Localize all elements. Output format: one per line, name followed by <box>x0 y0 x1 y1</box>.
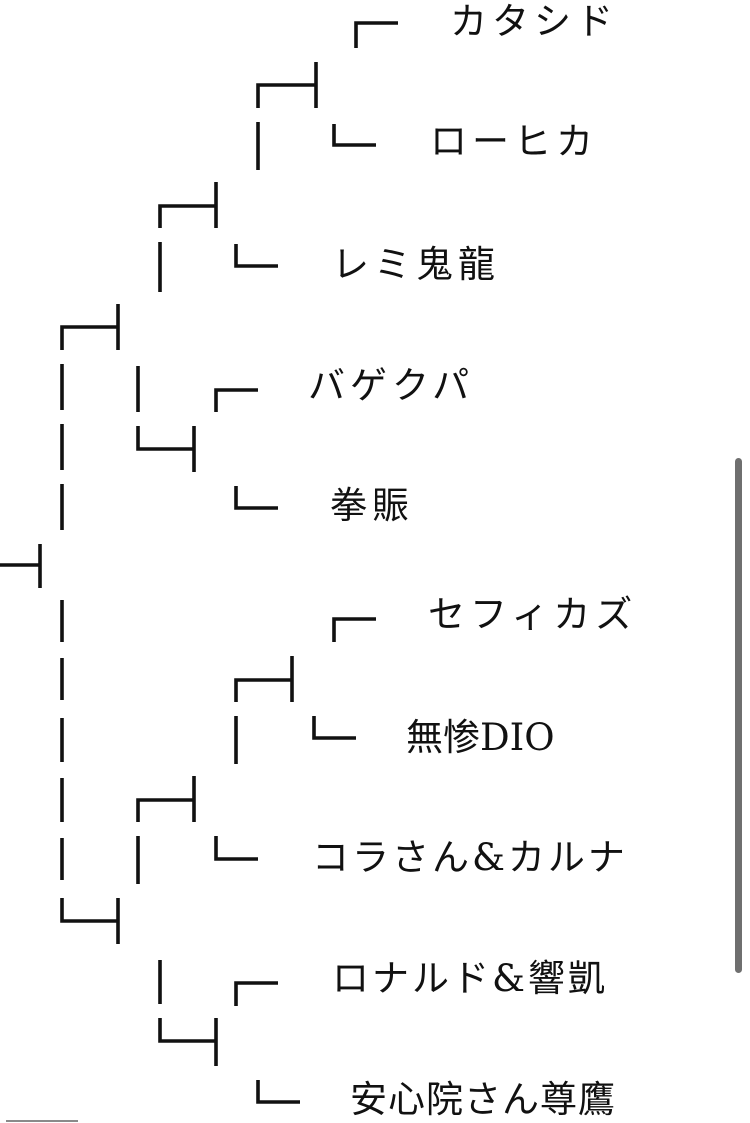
vertical-scrollbar[interactable] <box>735 458 742 973</box>
entrant-3: レミ鬼龍 <box>332 243 500 286</box>
bracket-match-3 <box>136 366 278 510</box>
entrant-2: ローヒカ <box>430 120 598 163</box>
entrant-10: 安心院さん尊鷹 <box>350 1078 616 1121</box>
entrant-5: 拳賑 <box>330 484 414 527</box>
bracket-match-2 <box>158 182 278 292</box>
entrant-6: セフィカズ <box>428 593 638 636</box>
entrant-4: バゲクパ <box>308 364 475 407</box>
entrant-9: ロナルド&響凱 <box>332 957 608 1000</box>
bracket-match-7 <box>158 960 300 1104</box>
bracket-match-8 <box>60 600 120 944</box>
entrant-7: 無惨DIO <box>406 716 555 759</box>
bracket-match-1 <box>256 21 398 170</box>
divider-line <box>6 1120 78 1122</box>
bracket-final <box>0 544 42 588</box>
entrant-8: コラさん&カルナ <box>312 836 628 879</box>
bracket-match-4 <box>60 304 120 530</box>
bracket-match-5 <box>234 617 376 764</box>
bracket-match-6 <box>136 776 258 884</box>
entrant-1: カタシド <box>450 0 618 43</box>
